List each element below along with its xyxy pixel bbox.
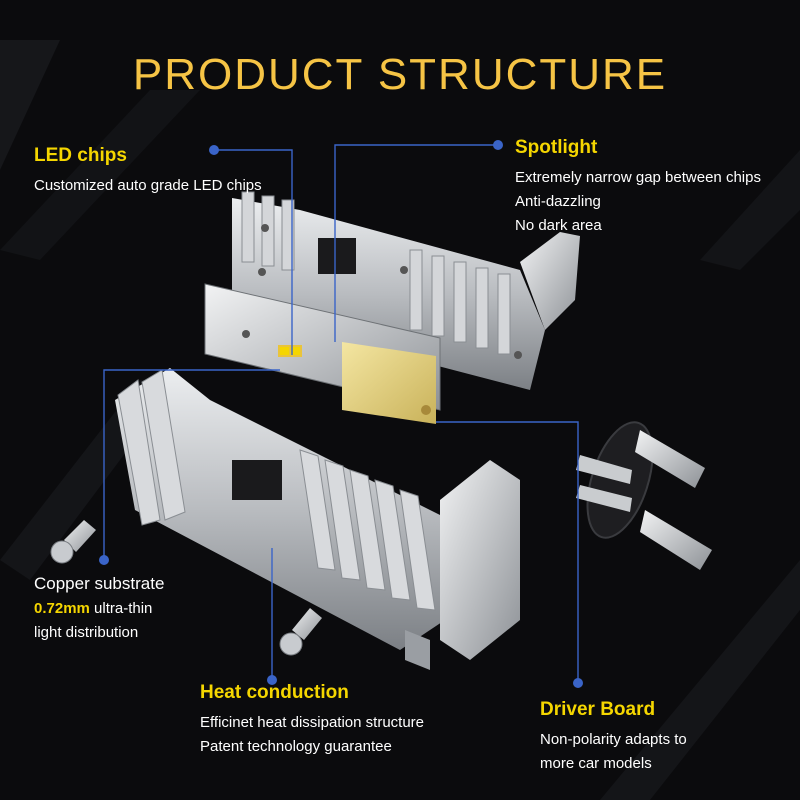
heat-title: Heat conduction (200, 682, 349, 703)
copper-line-1-rest: ultra-thin (89, 600, 153, 617)
page-title: PRODUCT STRUCTURE (132, 50, 668, 99)
copper-thickness: 0.72mm (34, 600, 90, 617)
led-chips-title: LED chips (34, 145, 127, 166)
driver-line-1: Non-polarity adapts to (540, 731, 687, 748)
copper-line-2: light distribution (34, 624, 139, 641)
spotlight-line-1: Extremely narrow gap between chips (515, 169, 761, 186)
callout-copper-substrate: Copper substrate 0.72mm ultra-thin light… (34, 571, 164, 645)
driver-line-2: more car models (540, 755, 652, 772)
upper-bulb (204, 191, 580, 424)
background-stripes (0, 40, 800, 800)
driver-title: Driver Board (540, 699, 656, 720)
callout-heat-conduction: Heat conduction Efficinet heat dissipati… (200, 682, 424, 759)
heat-line-2: Patent technology guarantee (200, 738, 392, 755)
led-chips-desc: Customized auto grade LED chips (34, 177, 262, 194)
socket-connector (576, 421, 712, 570)
heat-line-1: Efficinet heat dissipation structure (200, 714, 425, 731)
screw-left (50, 520, 96, 564)
callout-driver-board: Driver Board Non-polarity adapts to more… (540, 699, 687, 776)
copper-title: Copper substrate (34, 574, 165, 593)
lower-bulb (115, 368, 520, 670)
spotlight-title: Spotlight (515, 137, 598, 158)
spotlight-line-3: No dark area (515, 217, 602, 234)
spotlight-line-2: Anti-dazzling (515, 193, 601, 210)
screw-right (279, 608, 322, 656)
callout-led-chips: LED chips Customized auto grade LED chip… (34, 145, 262, 198)
callout-spotlight: Spotlight Extremely narrow gap between c… (515, 137, 761, 238)
leader-lines (103, 144, 579, 683)
leader-dots (99, 140, 583, 688)
copper-line-1: 0.72mm ultra-thin (34, 597, 164, 621)
